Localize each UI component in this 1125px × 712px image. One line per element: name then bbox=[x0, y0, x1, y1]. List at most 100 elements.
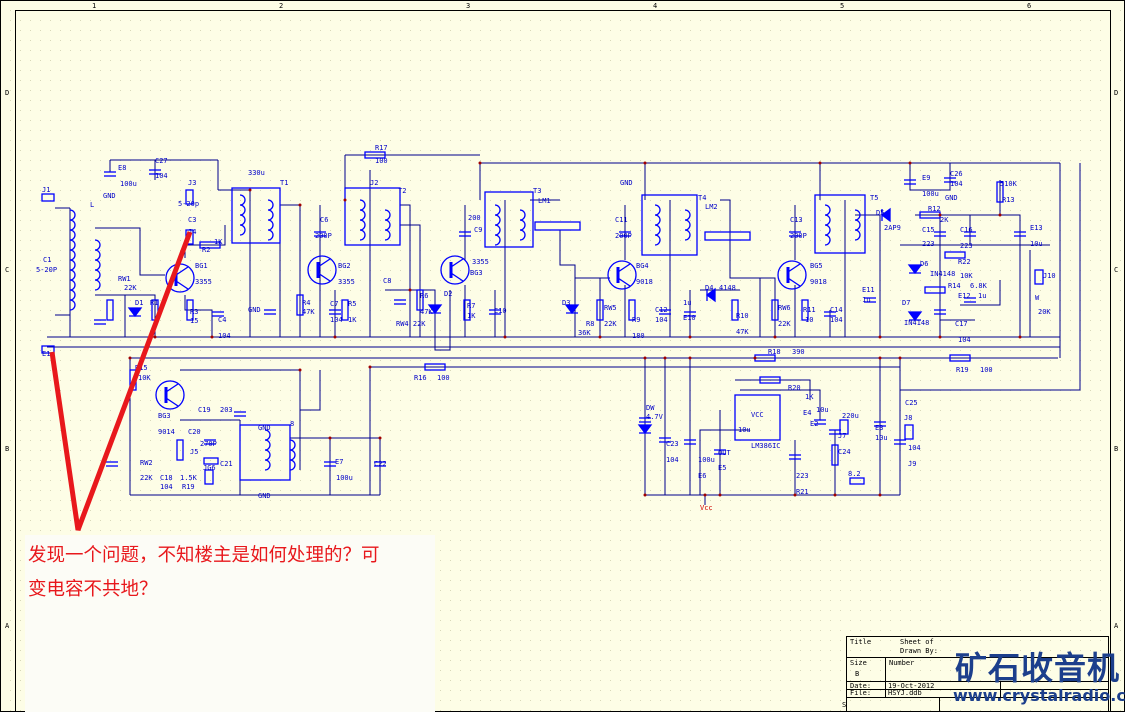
wire bbox=[760, 277, 776, 337]
date-value: 19-Oct-2012 bbox=[888, 682, 934, 690]
component-label: 100 bbox=[980, 366, 993, 374]
inductor-coil bbox=[384, 209, 391, 241]
transformer-box bbox=[641, 194, 698, 256]
junction-dot bbox=[643, 493, 647, 497]
resistor bbox=[831, 444, 839, 466]
component-label: VCC bbox=[751, 411, 764, 419]
wire bbox=[95, 227, 165, 276]
wire bbox=[900, 163, 1081, 391]
junction-dot bbox=[998, 213, 1002, 217]
component-label: 100 bbox=[375, 157, 388, 165]
component-label: T2 bbox=[398, 187, 406, 195]
junction-dot bbox=[298, 203, 302, 207]
component-label: RW6 bbox=[778, 304, 791, 312]
component-label: 104 bbox=[218, 332, 231, 340]
inductor-coil bbox=[684, 209, 691, 241]
junction-dot bbox=[773, 335, 777, 339]
component-label: C1 bbox=[43, 256, 51, 264]
ceramic-filter bbox=[534, 221, 581, 231]
watermark: 矿石收音机 www.crystalradio.cn bbox=[953, 650, 1125, 706]
transformer-box bbox=[239, 424, 291, 481]
resistor bbox=[759, 376, 781, 384]
connector-jumper bbox=[839, 419, 849, 435]
component-label: 1u bbox=[978, 292, 986, 300]
component-label: 22K bbox=[604, 320, 617, 328]
junction-dot bbox=[663, 356, 667, 360]
component-label: C4 bbox=[218, 316, 226, 324]
transistor bbox=[440, 255, 470, 285]
component-label: 2K bbox=[940, 216, 949, 224]
component-label: 10u bbox=[738, 426, 751, 434]
diode bbox=[637, 424, 653, 435]
component-label: C6 bbox=[320, 216, 328, 224]
component-label: GND bbox=[620, 179, 633, 187]
component-label: R1 bbox=[150, 299, 158, 307]
component-label: 10 bbox=[805, 316, 813, 324]
transistor-collector bbox=[165, 383, 179, 393]
component-label: 1u bbox=[862, 296, 870, 304]
junction-dot bbox=[718, 493, 722, 497]
component-label: LM1 bbox=[538, 197, 551, 205]
column-label: 6 bbox=[1027, 2, 1031, 10]
component-label: 3355 bbox=[338, 278, 355, 286]
component-label: 330u bbox=[248, 169, 265, 177]
component-label: BG1 bbox=[195, 262, 208, 270]
file-value: HSYJ.ddb bbox=[888, 689, 922, 697]
component-label: 47K bbox=[302, 308, 315, 316]
component-label: 104 bbox=[160, 483, 173, 491]
component-label: 20K bbox=[1038, 308, 1051, 316]
junction-dot bbox=[703, 493, 707, 497]
component-label: C25 bbox=[905, 399, 918, 407]
component-label: 200P bbox=[315, 232, 332, 240]
wire bbox=[184, 295, 213, 337]
component-label: C12 bbox=[655, 306, 668, 314]
component-label: GND bbox=[258, 424, 271, 432]
wire bbox=[1000, 214, 1021, 337]
component-label: 200 bbox=[468, 214, 481, 222]
component-label: D5 bbox=[876, 209, 884, 217]
component-label: J5 bbox=[190, 448, 198, 456]
component-label: E1 bbox=[42, 350, 50, 358]
component-label: BG2 bbox=[338, 262, 351, 270]
component-label: 8 bbox=[290, 420, 294, 428]
junction-dot bbox=[833, 493, 837, 497]
component-label: C19 bbox=[198, 406, 211, 414]
column-label: 5 bbox=[840, 2, 844, 10]
component-label: C16 bbox=[960, 226, 973, 234]
wires bbox=[47, 154, 1081, 505]
wire bbox=[400, 224, 421, 337]
diode bbox=[705, 287, 716, 303]
wire bbox=[855, 214, 881, 337]
column-label: 2 bbox=[279, 2, 283, 10]
component-label: RW2 bbox=[140, 459, 153, 467]
transistor-emitter bbox=[787, 277, 801, 287]
component-label: R22 bbox=[958, 258, 971, 266]
component-label: J3 bbox=[188, 179, 196, 187]
connector-jumper bbox=[41, 193, 55, 202]
transistor-emitter bbox=[165, 397, 179, 407]
component-label: E3 bbox=[875, 424, 883, 432]
wire bbox=[559, 230, 576, 337]
title-block-text: Title Size B Number Date: 19-Oct-2012 Fi… bbox=[842, 638, 938, 709]
component-label: C27 bbox=[155, 157, 168, 165]
resistor bbox=[106, 299, 114, 321]
component-label: R12 bbox=[928, 205, 941, 213]
watermark-url: www.crystalradio.cn bbox=[953, 686, 1125, 705]
component-label: JG6 bbox=[203, 464, 216, 472]
transistor-emitter bbox=[617, 277, 631, 287]
inductor-coil bbox=[519, 209, 526, 241]
component-label: J7 bbox=[838, 432, 846, 440]
junction-dot bbox=[643, 356, 647, 360]
annotation-box: 发现一个问题，不知楼主是如何处理的？可 变电容不共地？ bbox=[25, 535, 435, 712]
junction-dot bbox=[793, 493, 797, 497]
component-label: 10u bbox=[1030, 240, 1043, 248]
diode bbox=[427, 304, 443, 315]
column-label: 3 bbox=[466, 2, 470, 10]
component-label: 3355 bbox=[472, 258, 489, 266]
component-label: LM386IC bbox=[751, 442, 781, 450]
component-label: 22K bbox=[124, 284, 137, 292]
inductor-coil bbox=[267, 199, 274, 241]
row-label: D bbox=[1114, 89, 1118, 97]
component-label: C21 bbox=[220, 460, 233, 468]
component-label: R17 bbox=[375, 144, 388, 152]
